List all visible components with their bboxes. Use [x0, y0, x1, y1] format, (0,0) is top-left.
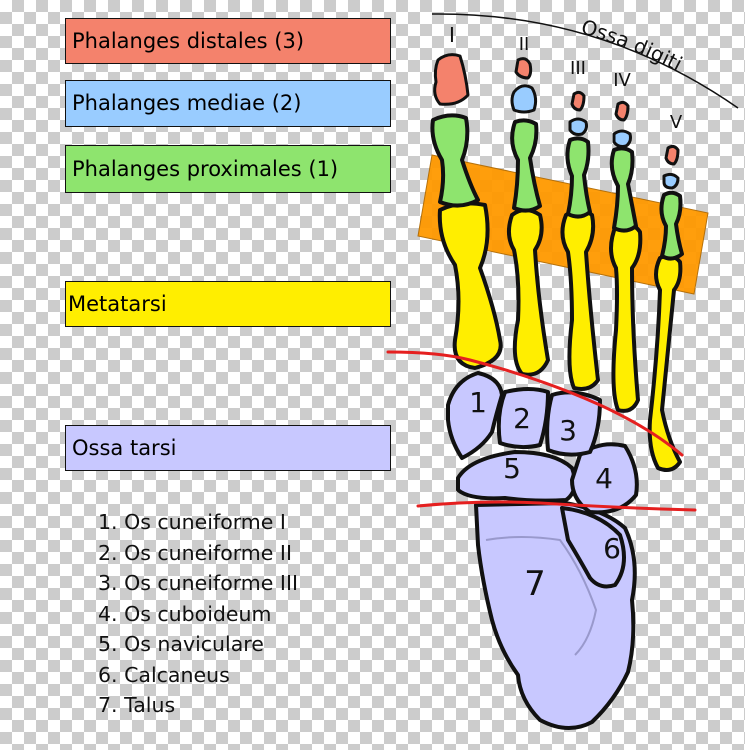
legend-phalanges-mediae: Phalanges mediae (2)	[65, 80, 391, 127]
tarsal-bone-list: 1. Os cuneiforme I 2. Os cuneiforme II 3…	[98, 507, 298, 721]
metatarsal-iii-bone	[560, 208, 600, 391]
legend-phalanges-distales-label: Phalanges distales (3)	[72, 28, 305, 53]
talus-inner-line	[485, 536, 598, 656]
cuneiform-i-bone	[446, 371, 504, 460]
ossa-digiti-label: Ossa digiti	[579, 15, 687, 76]
tarsal-number-2: 2	[513, 402, 531, 435]
tarsal-number-4: 4	[595, 462, 613, 495]
proximal-phalanx-v-bone	[659, 190, 684, 261]
distal-phalanx-iii-bone	[570, 90, 586, 112]
toe-label-ii: II	[519, 34, 530, 55]
cuneiform-iii-bone	[545, 390, 602, 457]
bone-list-item: 5. Os naviculare	[98, 632, 264, 656]
legend-phalanges-proximales: Phalanges proximales (1)	[65, 145, 391, 193]
medial-phalanx-iii-bone	[568, 117, 588, 136]
distal-phalanx-v-bone	[664, 144, 680, 166]
calcaneus-bone	[560, 506, 626, 589]
toe-label-iv: IV	[613, 70, 631, 91]
red-annotation-line-lower	[416, 500, 697, 512]
toe-label-i: I	[449, 23, 455, 47]
tarsal-number-6: 6	[603, 532, 621, 565]
legend-metatarsi-label: Metatarsi	[68, 291, 167, 316]
legend-ossa-tarsi: Ossa tarsi	[65, 425, 391, 471]
proximal-phalanx-iv-bone	[609, 146, 638, 233]
legend-phalanges-mediae-label: Phalanges mediae (2)	[72, 91, 302, 115]
cuneiform-ii-bone	[496, 387, 550, 450]
legend-ossa-tarsi-label: Ossa tarsi	[72, 435, 177, 460]
legend-metatarsi: Metatarsi	[65, 281, 391, 327]
toe-label-iii: III	[570, 58, 586, 79]
bone-list-item: 2. Os cuneiforme II	[98, 540, 292, 565]
metatarsal-ii-bone	[507, 208, 550, 377]
legend-phalanges-distales: Phalanges distales (3)	[65, 18, 391, 64]
legend-phalanges-proximales-label: Phalanges proximales (1)	[72, 156, 339, 181]
distal-phalanx-i-bone	[433, 53, 470, 106]
ossa-digiti-arc	[431, 13, 739, 109]
proximal-phalanx-i-bone	[430, 113, 480, 208]
red-annotation-line-upper	[386, 350, 684, 457]
tarsal-number-3: 3	[559, 414, 577, 447]
medial-phalanx-iv-bone	[612, 129, 632, 148]
distal-phalanx-iv-bone	[614, 100, 630, 122]
bone-list-item: 7. Talus	[98, 693, 176, 717]
cuboid-bone	[570, 442, 639, 515]
medial-phalanx-v-bone	[662, 172, 680, 190]
tarsal-number-5: 5	[503, 452, 521, 485]
metatarsal-i-bone	[437, 201, 503, 370]
bone-list-item: 6. Calcaneus	[98, 662, 230, 687]
metatarsal-v-bone	[647, 253, 683, 472]
bone-list-item: 4. Os cuboideum	[98, 601, 272, 626]
proximal-phalanx-iii-bone	[565, 136, 592, 219]
toe-label-v: V	[670, 112, 683, 133]
metatarsal-iv-bone	[609, 221, 643, 413]
medial-phalanx-ii-bone	[510, 84, 538, 114]
proximal-phalanx-ii-bone	[510, 118, 542, 213]
tarsal-number-7: 7	[524, 564, 546, 604]
distal-phalanx-ii-bone	[514, 57, 533, 80]
bone-list-item: 3. Os cuneiforme III	[98, 571, 299, 595]
bone-list-item: 1. Os cuneiforme I	[98, 510, 286, 534]
tarsal-number-1: 1	[469, 386, 487, 419]
